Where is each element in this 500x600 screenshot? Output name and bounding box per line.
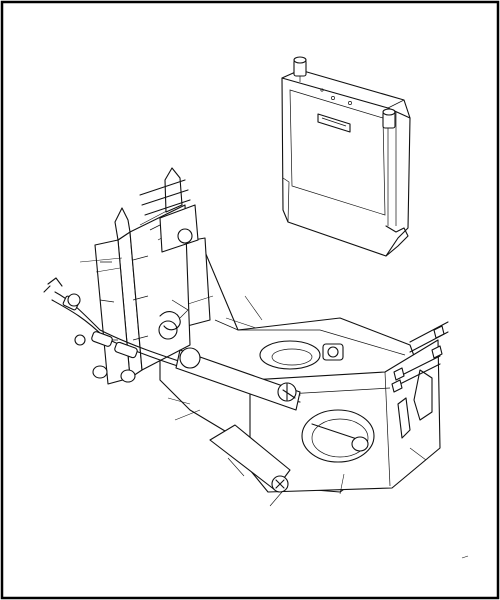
pedal-lower-arm <box>209 424 291 493</box>
spring-clip <box>158 299 189 340</box>
control-module <box>281 56 411 257</box>
leader-lines <box>79 257 469 559</box>
wiring-harness <box>43 277 301 411</box>
stud-bolts <box>391 321 449 393</box>
module-peg-left <box>293 56 307 77</box>
module-peg-right <box>382 108 396 129</box>
pivot-ring <box>259 340 344 370</box>
